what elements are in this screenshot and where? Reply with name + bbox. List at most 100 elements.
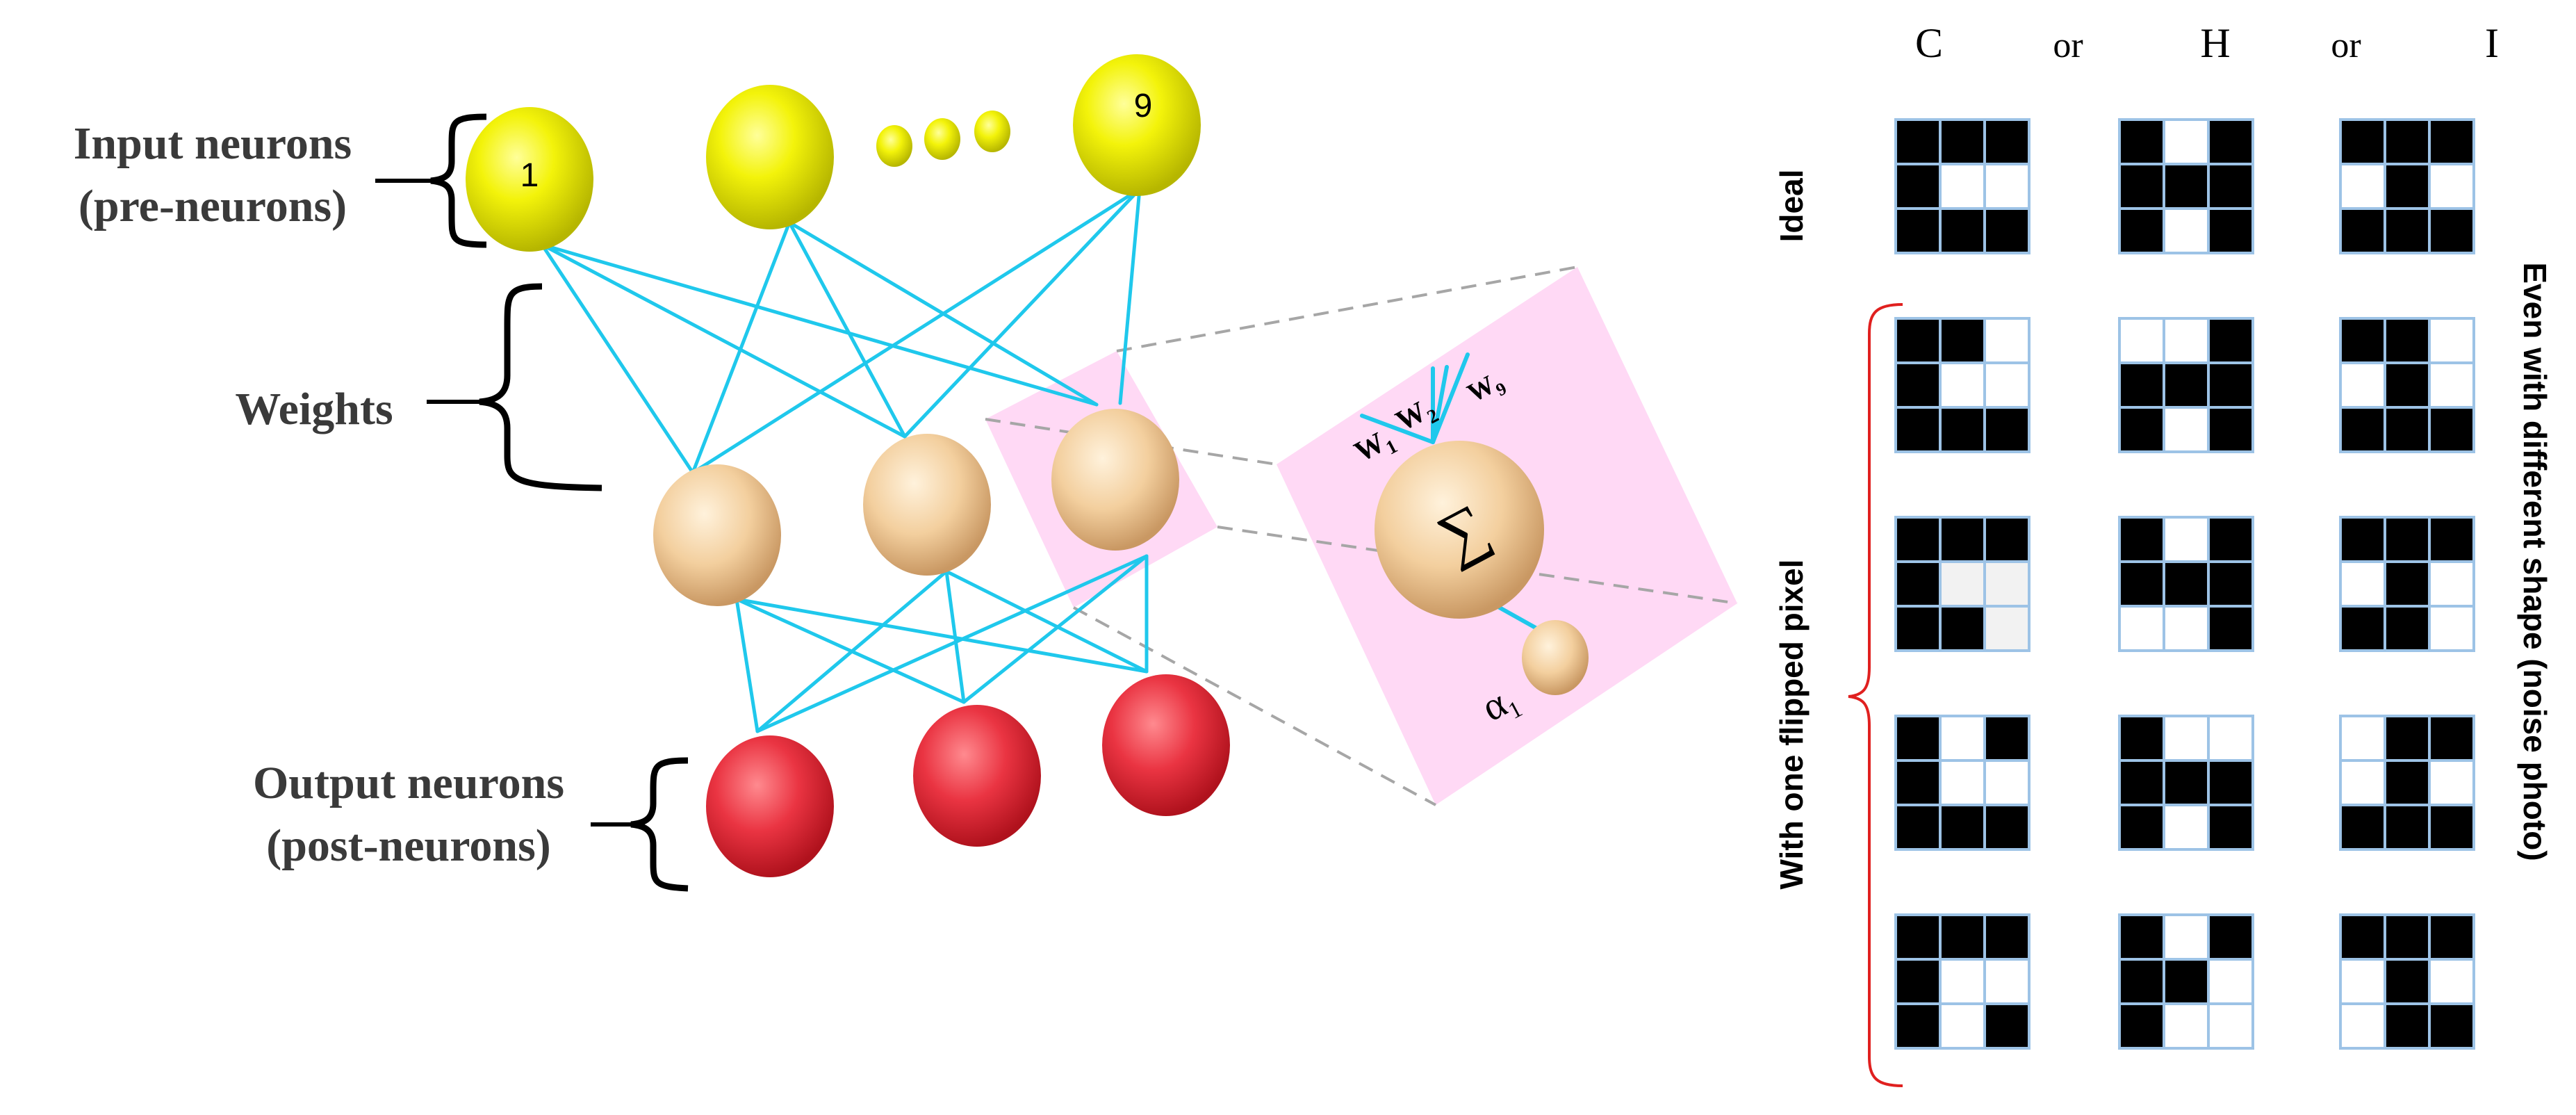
pixel-cell: [2207, 605, 2254, 652]
pixel-cell: [2384, 605, 2431, 652]
pixel-cell: [1983, 317, 2031, 364]
pixel-cell: [2118, 207, 2165, 254]
weight-connections-input-hidden: [540, 187, 1142, 475]
pixel-cell: [1983, 207, 2031, 254]
pixel-cell: [1939, 715, 1986, 762]
pattern-grid-r2-c1: [1894, 317, 2031, 453]
pixel-cell: [1983, 958, 2031, 1005]
pixel-cell: [2118, 118, 2165, 165]
pixel-cell: [2384, 406, 2431, 453]
pattern-grid-r2-c2: [2118, 317, 2254, 453]
pixel-cell: [1939, 605, 1986, 652]
pattern-grid-r3-c1: [1894, 516, 2031, 652]
pixel-cell: [2428, 759, 2475, 806]
pixel-cell: [2207, 406, 2254, 453]
pixel-cell: [2428, 605, 2475, 652]
pixel-cell: [2163, 913, 2210, 961]
pattern-grid-r5-c1: [1894, 913, 2031, 1050]
pixel-cell: [2339, 207, 2386, 254]
pixel-cell: [2118, 804, 2165, 851]
pattern-grid-r5-c2: [2118, 913, 2254, 1050]
pixel-cell: [2339, 317, 2386, 364]
pixel-cell: [1983, 605, 2031, 652]
hidden-neuron-2: [863, 434, 991, 576]
pixel-cell: [2118, 516, 2165, 563]
ellipsis-dot-1: [876, 125, 912, 167]
pixel-cell: [2163, 118, 2210, 165]
pixel-cell: [2118, 317, 2165, 364]
pixel-cell: [2163, 516, 2210, 563]
pixel-cell: [2428, 560, 2475, 608]
pixel-cell: [1983, 406, 2031, 453]
header-letter: I: [2485, 20, 2499, 66]
output-neuron-1: [706, 735, 834, 877]
pixel-cell: [2163, 958, 2210, 1005]
pixel-cell: [1983, 715, 2031, 762]
pixel-cell: [2339, 715, 2386, 762]
pixel-cell: [2339, 804, 2386, 851]
pattern-grid-r1-c2: [2118, 118, 2254, 254]
pixel-cell: [2163, 715, 2210, 762]
pixel-cell: [1939, 516, 1986, 563]
pattern-grid-r4-c2: [2118, 715, 2254, 851]
pixel-cell: [2207, 913, 2254, 961]
pixel-cell: [2428, 715, 2475, 762]
pixel-cell: [2428, 118, 2475, 165]
input-neuron-2: [706, 85, 834, 229]
pixel-cell: [2207, 1002, 2254, 1050]
pixel-cell: [2384, 207, 2431, 254]
input-neurons-label: Input neurons: [74, 118, 352, 169]
pixel-cell: [2118, 913, 2165, 961]
pixel-cell: [2339, 406, 2386, 453]
pixel-cell: [2118, 560, 2165, 608]
pixel-cell: [2339, 759, 2386, 806]
pixel-cell: [2339, 361, 2386, 409]
pattern-grid-r2-c3: [2339, 317, 2475, 453]
pixel-cell: [1983, 516, 2031, 563]
ideal-row-label: Ideal: [1773, 170, 1810, 243]
pixel-cell: [2384, 804, 2431, 851]
pixel-cell: [1894, 759, 1942, 806]
pixel-cell: [2339, 913, 2386, 961]
pixel-cell: [1894, 406, 1942, 453]
pixel-cell: [2384, 958, 2431, 1005]
pixel-cell: [2384, 715, 2431, 762]
pixel-cell: [2207, 516, 2254, 563]
pattern-grid-r4-c1: [1894, 715, 2031, 851]
zoomed-neuron: [1375, 441, 1544, 619]
pixel-cell: [2118, 361, 2165, 409]
pattern-grid-r1-c3: [2339, 118, 2475, 254]
pixel-cell: [1939, 958, 1986, 1005]
input-neuron-9-label: 9: [1134, 88, 1153, 124]
pixel-cell: [1939, 361, 1986, 409]
pixel-cell: [1894, 516, 1942, 563]
pixel-cell: [2207, 804, 2254, 851]
pixel-cell: [1939, 317, 1986, 364]
pixel-cell: [1939, 163, 1986, 210]
pixel-cell: [2163, 605, 2210, 652]
pixel-cell: [1939, 207, 1986, 254]
pixel-cell: [2384, 361, 2431, 409]
pixel-cell: [2384, 516, 2431, 563]
pixel-cell: [2384, 560, 2431, 608]
flipped-row-label: With one flipped pixel: [1773, 560, 1810, 890]
pixel-cell: [1939, 406, 1986, 453]
header-or: or: [2331, 26, 2361, 65]
pixel-cell: [2207, 317, 2254, 364]
pixel-cell: [1983, 1002, 2031, 1050]
ellipsis-dot-2: [924, 118, 960, 160]
pixel-cell: [1939, 804, 1986, 851]
pixel-cell: [2163, 163, 2210, 210]
pixel-cell: [2384, 1002, 2431, 1050]
pixel-cell: [1983, 163, 2031, 210]
pattern-grid-r1-c1: [1894, 118, 2031, 254]
pixel-cell: [2428, 361, 2475, 409]
pixel-cell: [1983, 804, 2031, 851]
pixel-cell: [2428, 804, 2475, 851]
pixel-cell: [2207, 163, 2254, 210]
pixel-cell: [2339, 163, 2386, 210]
pixel-cell: [1939, 118, 1986, 165]
pixel-cell: [2207, 118, 2254, 165]
pixel-cell: [2207, 715, 2254, 762]
